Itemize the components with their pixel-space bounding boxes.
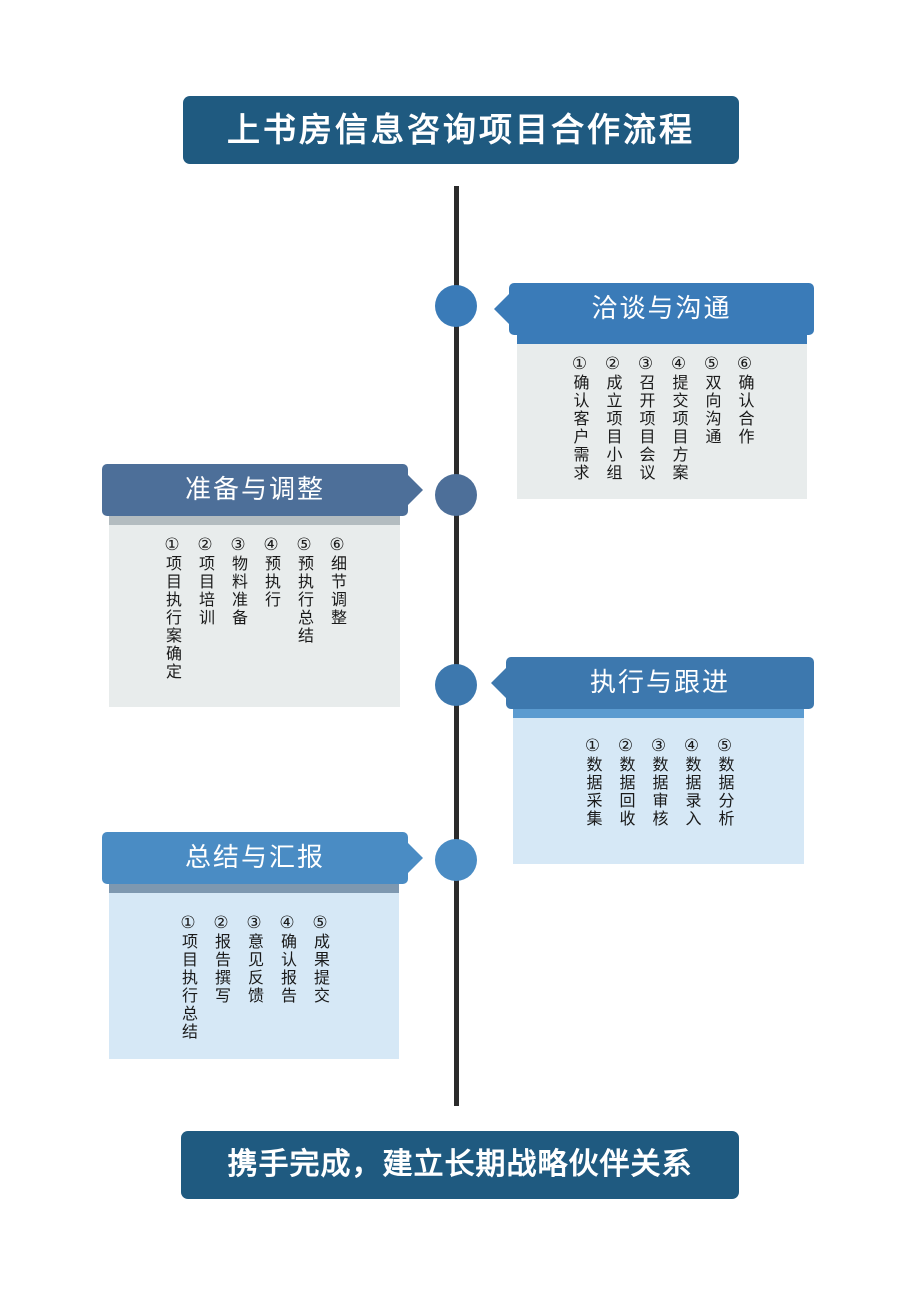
step-text: 确认报告 <box>278 933 297 1005</box>
step-text: 意见反馈 <box>245 933 264 1005</box>
step-text: 双向沟通 <box>702 374 722 446</box>
timeline-dot-3 <box>435 664 477 706</box>
step-text: 报告撰写 <box>212 933 231 1005</box>
step-text: 物料准备 <box>229 555 248 627</box>
step-text: 项目执行总结 <box>179 933 198 1041</box>
step-number: ③ <box>230 535 246 555</box>
step-number: ④ <box>683 736 700 756</box>
step-text: 数据审核 <box>649 756 669 828</box>
step-number: ④ <box>670 354 687 374</box>
page-title: 上书房信息咨询项目合作流程 <box>183 96 739 164</box>
step-number: ③ <box>650 736 667 756</box>
step-text: 项目培训 <box>196 555 215 627</box>
step-number: ⑤ <box>296 535 312 555</box>
step-number: ③ <box>246 913 262 933</box>
step-number: ② <box>604 354 621 374</box>
step-number: ⑥ <box>736 354 753 374</box>
timeline-dot-2 <box>435 474 477 516</box>
step-number: ① <box>571 354 588 374</box>
step-number: ④ <box>279 913 295 933</box>
timeline-line <box>454 186 459 1106</box>
step-text: 预执行 <box>262 555 281 609</box>
step-text: 数据采集 <box>583 756 603 828</box>
step-text: 确认客户需求 <box>570 374 590 482</box>
step-number: ② <box>197 535 213 555</box>
stage-4-strip <box>109 884 399 893</box>
step-text: 预执行总结 <box>295 555 314 645</box>
stage-2-header: 准备与调整 <box>102 464 423 516</box>
step-number: ② <box>617 736 634 756</box>
step-text: 数据录入 <box>682 756 702 828</box>
stage-1-strip <box>517 335 807 344</box>
stage-3-header: 执行与跟进 <box>491 657 814 709</box>
step-number: ③ <box>637 354 654 374</box>
step-number: ④ <box>263 535 279 555</box>
step-text: 召开项目会议 <box>636 374 656 482</box>
timeline-dot-1 <box>435 285 477 327</box>
step-text: 数据回收 <box>616 756 636 828</box>
step-number: ⑤ <box>716 736 733 756</box>
step-text: 项目执行案确定 <box>163 555 182 681</box>
step-number: ① <box>164 535 180 555</box>
step-text: 确认合作 <box>735 374 755 446</box>
step-number: ① <box>180 913 196 933</box>
step-text: 细节调整 <box>328 555 347 627</box>
step-number: ② <box>213 913 229 933</box>
stage-3-strip <box>513 709 804 718</box>
stage-4-header: 总结与汇报 <box>102 832 423 884</box>
step-text: 数据分析 <box>715 756 735 828</box>
step-number: ⑤ <box>703 354 720 374</box>
step-text: 成立项目小组 <box>603 374 623 482</box>
step-text: 提交项目方案 <box>669 374 689 482</box>
step-number: ⑥ <box>329 535 345 555</box>
stage-2-strip <box>109 516 400 525</box>
timeline-dot-4 <box>435 839 477 881</box>
footer-slogan: 携手完成，建立长期战略伙伴关系 <box>181 1131 739 1199</box>
step-number: ① <box>584 736 601 756</box>
step-number: ⑤ <box>312 913 328 933</box>
step-text: 成果提交 <box>311 933 330 1005</box>
stage-1-header: 洽谈与沟通 <box>494 283 814 335</box>
